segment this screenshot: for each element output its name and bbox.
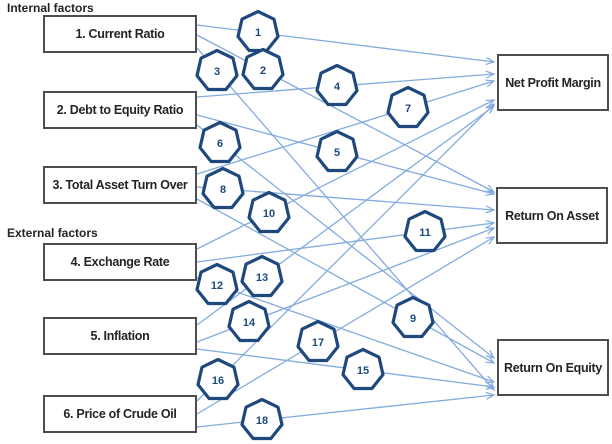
heptagon-shape [198,120,242,164]
hypothesis-node-12: 12 [195,262,239,306]
hypothesis-node-label: 17 [312,337,324,349]
hypothesis-node-label: 14 [243,317,256,329]
line-total-asset-turnover-to-return-on-equity [196,198,494,363]
heptagon-shape [391,295,435,339]
factor-box-exchange-rate: 4. Exchange Rate [43,243,197,281]
hypothesis-node-label: 16 [212,375,224,387]
hypothesis-node-label: 5 [334,147,340,159]
hypothesis-node-9: 9 [391,295,435,339]
heptagon-shape [296,319,340,363]
hypothesis-node-label: 13 [256,272,268,284]
line-exchange-rate-to-return-on-equity [196,277,494,382]
heptagon-shape [195,262,239,306]
heptagon-shape [386,85,430,129]
hypothesis-node-label: 3 [214,66,220,78]
heptagon-shape [240,254,284,298]
hypothesis-node-15: 15 [341,347,385,391]
hypothesis-node-14: 14 [227,299,271,343]
heptagon-shape [341,347,385,391]
hypothesis-node-label: 15 [357,365,369,377]
line-exchange-rate-to-net-profit-margin [196,100,494,250]
heptagon-shape [240,397,284,441]
outcome-box-net-profit-margin: Net Profit Margin [497,54,609,111]
factor-box-current-ratio: 1. Current Ratio [43,15,197,53]
hypothesis-node-label: 8 [220,184,226,196]
heptagon-shape [201,166,245,210]
line-debt-to-equity-to-return-on-equity [196,124,494,358]
heptagon-shape [195,48,239,92]
hypothesis-node-label: 11 [419,227,431,239]
hypothesis-node-16: 16 [196,357,240,401]
heptagon-shape [403,209,447,253]
hypothesis-node-6: 6 [198,120,242,164]
hypothesis-node-4: 4 [315,63,359,107]
hypothesis-node-label: 9 [410,313,416,325]
hypothesis-node-label: 6 [217,138,223,150]
internal-factors-label: Internal factors [7,1,94,15]
factor-box-inflation: 5. Inflation [43,317,197,355]
line-current-ratio-to-return-on-equity [196,47,494,390]
line-total-asset-turnover-to-return-on-asset [196,186,494,210]
hypothesis-node-label: 12 [211,280,223,292]
line-crude-oil-to-net-profit-margin [196,104,494,402]
heptagon-shape [241,47,285,91]
external-factors-label: External factors [7,226,98,240]
hypothesis-node-1: 1 [236,9,280,53]
factor-box-total-asset-turn-over: 3. Total Asset Turn Over [43,166,197,204]
outcome-box-return-on-asset: Return On Asset [496,187,608,244]
hypothesis-node-10: 10 [247,190,291,234]
hypothesis-node-11: 11 [403,209,447,253]
heptagon-shape [247,190,291,234]
line-exchange-rate-to-return-on-asset [196,223,494,263]
hypothesis-node-2: 2 [241,47,285,91]
heptagon-shape [315,129,359,173]
factor-box-debt-to-equity-ratio: 2. Debt to Equity Ratio [43,91,197,129]
hypothesis-node-5: 5 [315,129,359,173]
factor-box-price-of-crude-oil: 6. Price of Crude Oil [43,395,197,433]
line-total-asset-turnover-to-net-profit-margin [196,81,494,175]
hypothesis-node-label: 2 [260,65,266,77]
hypothesis-node-label: 7 [405,103,411,115]
hypothesis-node-label: 18 [256,415,268,427]
hypothesis-node-8: 8 [201,166,245,210]
hypothesis-node-7: 7 [386,85,430,129]
hypothesis-node-label: 1 [255,27,261,39]
hypothesis-node-18: 18 [240,397,284,441]
hypothesis-node-17: 17 [296,319,340,363]
heptagon-shape [227,299,271,343]
line-crude-oil-to-return-on-asset [196,237,494,415]
heptagon-shape [196,357,240,401]
outcome-box-return-on-equity: Return On Equity [497,339,609,396]
hypothesis-node-label: 4 [334,81,341,93]
hypothesis-node-3: 3 [195,48,239,92]
heptagon-shape [315,63,359,107]
hypothesis-node-13: 13 [240,254,284,298]
hypothesis-node-label: 10 [263,208,275,220]
